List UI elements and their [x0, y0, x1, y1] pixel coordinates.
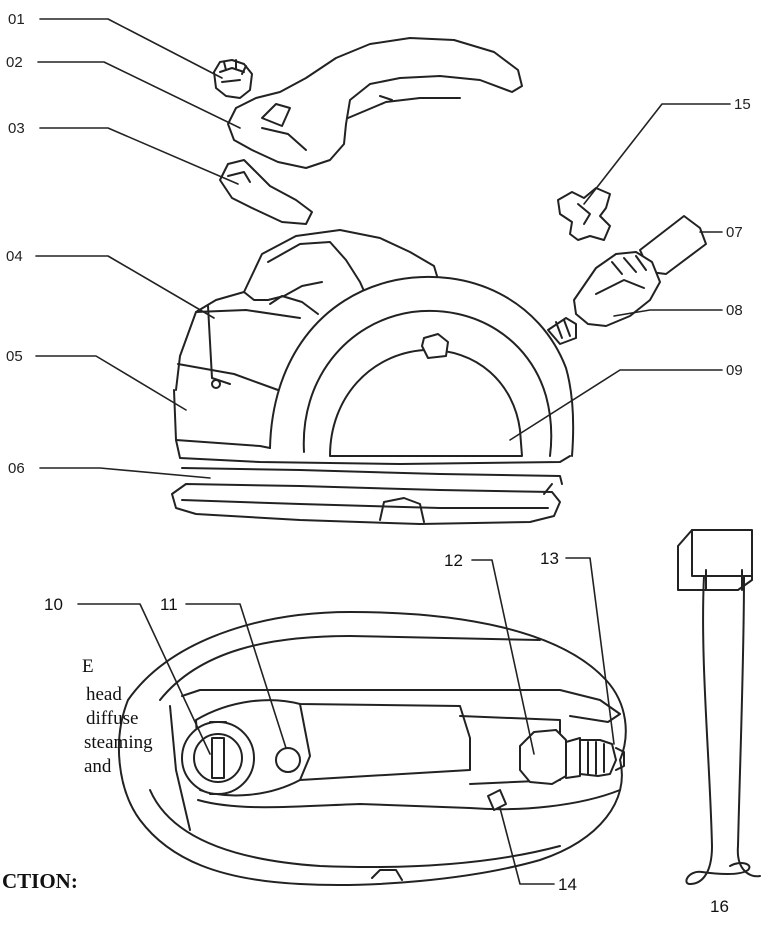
leader-08 [613, 309, 723, 317]
leader-13 [565, 557, 615, 745]
label-06: 06 [8, 460, 25, 477]
main-body [171, 229, 575, 525]
clip-part-15 [557, 187, 611, 241]
label-02: 02 [6, 54, 23, 71]
side-text-line-2: head [86, 684, 122, 705]
handle-part-02 [227, 37, 523, 169]
label-07: 07 [726, 224, 743, 241]
leader-10 [77, 603, 211, 755]
hanger-part-16 [677, 529, 761, 885]
leader-lines [35, 18, 731, 885]
side-text-line-3: diffuse [86, 708, 139, 729]
leader-12 [471, 559, 535, 755]
connector-part-08 [573, 251, 661, 327]
side-text-line-1: E [82, 656, 94, 677]
leader-06 [39, 467, 211, 479]
side-text-line-5: and [84, 756, 112, 777]
label-10: 10 [44, 595, 63, 614]
top-view-body [118, 611, 627, 886]
leader-05 [35, 355, 187, 411]
label-04: 04 [6, 248, 23, 265]
label-09: 09 [726, 362, 743, 379]
leader-04 [35, 255, 215, 319]
label-01: 01 [8, 11, 25, 28]
label-12: 12 [444, 551, 463, 570]
label-03: 03 [8, 120, 25, 137]
label-14: 14 [558, 875, 577, 894]
side-text-line-4: steaming [84, 732, 153, 753]
label-16: 16 [710, 897, 729, 916]
side-section-heading: CTION: [2, 869, 78, 893]
label-05: 05 [6, 348, 23, 365]
label-11: 11 [160, 595, 178, 614]
trigger-part-03 [219, 159, 313, 225]
label-15: 15 [734, 96, 751, 113]
leader-03 [39, 127, 239, 185]
leader-01 [39, 18, 223, 79]
knob-part-01 [213, 59, 253, 99]
label-08: 08 [726, 302, 743, 319]
leader-14 [499, 807, 555, 885]
leader-02 [37, 61, 241, 129]
label-13: 13 [540, 549, 559, 568]
leader-15 [583, 103, 731, 205]
leader-11 [185, 603, 287, 749]
thread-stub [547, 317, 577, 345]
leader-09 [509, 369, 723, 441]
